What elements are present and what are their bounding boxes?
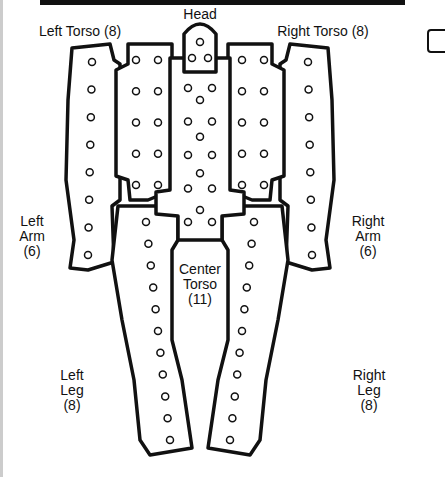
armor-pip	[185, 185, 192, 192]
armor-pip	[239, 328, 246, 335]
armor-pip	[227, 437, 234, 444]
edge-strip	[0, 0, 3, 477]
armor-pip	[89, 59, 96, 66]
armor-pip	[239, 150, 246, 157]
armor-pip	[261, 88, 268, 95]
part-label: Right Leg (8)	[348, 368, 390, 413]
armor-pip	[185, 118, 192, 125]
armor-pip	[246, 262, 253, 269]
armor-pip	[189, 55, 196, 62]
armor-pip	[197, 170, 204, 177]
armor-pip	[152, 306, 159, 313]
armor-pip	[234, 371, 241, 378]
armor-pip	[87, 141, 94, 148]
part-label: Left Torso (8)	[28, 24, 132, 39]
armor-pip	[261, 57, 268, 64]
armor-pip	[239, 182, 246, 189]
armor-pip	[164, 415, 171, 422]
armor-pip	[209, 152, 216, 159]
armor-pip	[185, 85, 192, 92]
armor-pip	[236, 349, 243, 356]
armor-pip	[159, 371, 166, 378]
armor-pip	[261, 182, 268, 189]
armor-pip	[133, 88, 140, 95]
armor-pip	[209, 219, 216, 226]
armor-pip	[241, 306, 248, 313]
armor-pip	[155, 150, 162, 157]
center-torso	[156, 58, 244, 240]
armor-pip	[239, 119, 246, 126]
armor-pip	[147, 262, 154, 269]
armor-pip	[229, 415, 236, 422]
armor-pip	[261, 150, 268, 157]
armor-pip	[87, 114, 94, 121]
armor-pip	[197, 133, 204, 140]
armor-pip	[251, 219, 258, 226]
armor-pip	[167, 437, 174, 444]
armor-pip	[155, 328, 162, 335]
armor-pip	[309, 252, 316, 259]
header-bar	[40, 0, 405, 5]
head	[184, 24, 216, 72]
armor-pip	[261, 119, 268, 126]
armor-pip	[162, 393, 169, 400]
armor-pip	[248, 240, 255, 247]
armor-pip	[145, 240, 152, 247]
right-leg	[208, 206, 288, 455]
part-label: Center Torso (11)	[174, 262, 226, 307]
part-label: Left Leg (8)	[52, 368, 92, 413]
left-leg	[112, 206, 192, 455]
armor-pip	[197, 97, 204, 104]
corner-tab	[428, 30, 445, 52]
armor-pip	[307, 169, 314, 176]
armor-pip	[85, 224, 92, 231]
armor-pip	[185, 152, 192, 159]
armor-pip	[308, 224, 315, 231]
armor-pip	[307, 196, 314, 203]
armor-pip	[185, 219, 192, 226]
armor-pip	[86, 196, 93, 203]
armor-pip	[239, 88, 246, 95]
part-label: Head	[170, 7, 230, 22]
armor-pip	[133, 57, 140, 64]
armor-pip	[155, 88, 162, 95]
armor-pip	[209, 85, 216, 92]
armor-pip	[143, 219, 150, 226]
right-arm	[280, 44, 334, 270]
armor-pip	[155, 57, 162, 64]
armor-pip	[86, 169, 93, 176]
part-label: Right Torso (8)	[266, 24, 380, 39]
armor-pip	[209, 185, 216, 192]
armor-pip	[197, 207, 204, 214]
armor-pip	[209, 118, 216, 125]
armor-pip	[243, 284, 250, 291]
left-arm	[66, 44, 120, 270]
armor-pip	[231, 393, 238, 400]
armor-pip	[150, 284, 157, 291]
armor-pip	[197, 39, 204, 46]
armor-pip	[88, 86, 95, 93]
part-label: Right Arm (6)	[348, 214, 388, 259]
right-torso	[228, 44, 284, 200]
armor-pip	[85, 252, 92, 259]
part-label: Left Arm (6)	[12, 214, 52, 259]
armor-pip	[133, 119, 140, 126]
left-torso	[116, 44, 172, 200]
armor-pip	[133, 150, 140, 157]
armor-pip	[305, 59, 312, 66]
armor-pip	[205, 55, 212, 62]
armor-pip	[155, 119, 162, 126]
armor-pip	[306, 114, 313, 121]
armor-pip	[305, 86, 312, 93]
armor-pip	[157, 349, 164, 356]
armor-pip	[155, 182, 162, 189]
armor-pip	[133, 182, 140, 189]
armor-pip	[239, 57, 246, 64]
armor-pip	[306, 141, 313, 148]
